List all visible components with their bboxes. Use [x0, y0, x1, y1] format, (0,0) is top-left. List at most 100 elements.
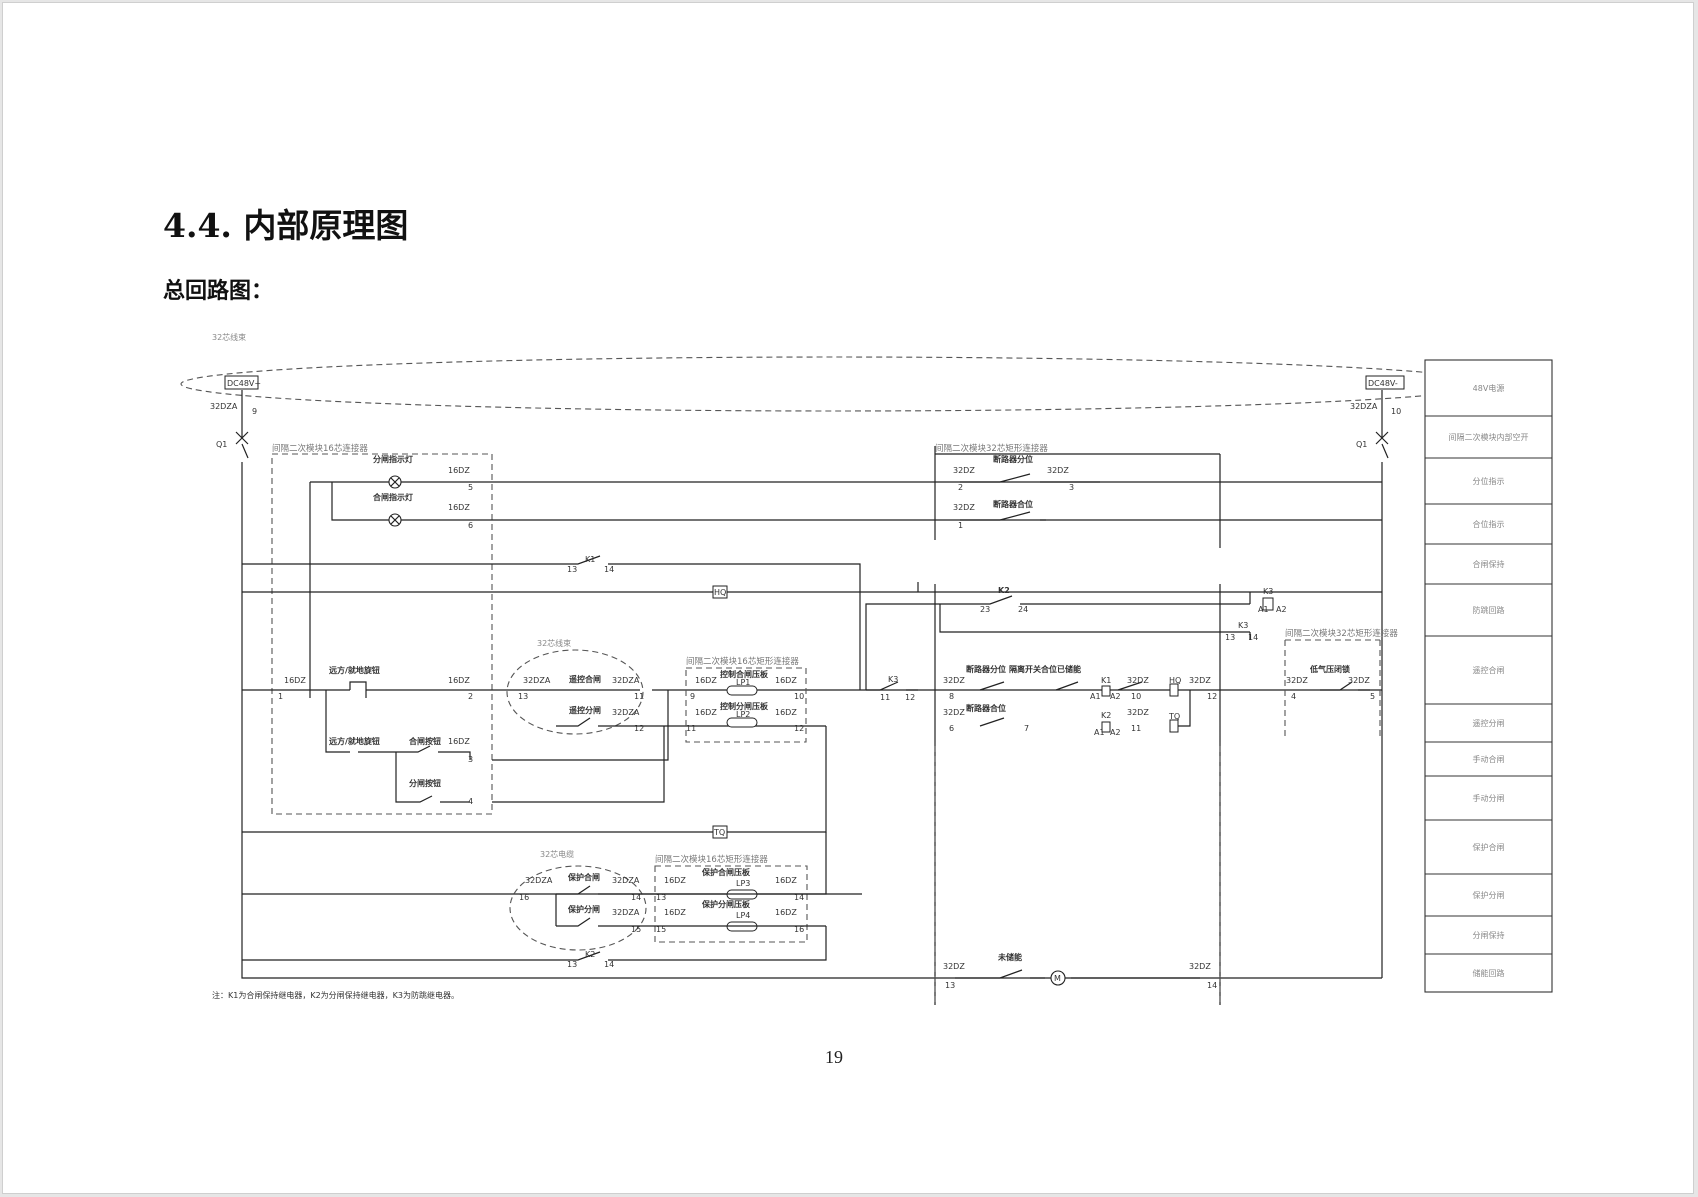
dc-negative-box — [1365, 375, 1405, 390]
k3-a2: A2 — [1276, 605, 1287, 614]
k3-a1: A1 — [1258, 605, 1269, 614]
close-button-label: 合闸按钮 — [408, 736, 441, 746]
pin-c10: 10 — [794, 692, 804, 701]
legend-item: 保护合闸 — [1473, 842, 1505, 852]
block-32rect-right — [1284, 639, 1381, 740]
pin-k3-14: 14 — [1248, 633, 1258, 642]
k1-coil — [1101, 685, 1111, 697]
open-button-label: 分闸按钮 — [409, 778, 441, 788]
stored-label: 已储能 — [1057, 664, 1081, 674]
conn-16dz-g: 16DZ — [775, 676, 797, 685]
block-16core-prot — [654, 865, 808, 943]
low-gas-contact — [1320, 681, 1370, 691]
legend-item: 分位指示 — [1473, 476, 1505, 486]
block-16core-left — [271, 453, 493, 815]
k3-mid-label: K3 — [888, 675, 898, 684]
pin-m12: 12 — [1207, 692, 1217, 701]
pin-k1-14: 14 — [604, 565, 614, 574]
block-16core-ctrl — [685, 667, 807, 743]
dc-negative-label: DC48V- — [1368, 379, 1398, 388]
cb-open-pos-mid: 断路器分位 — [966, 664, 1006, 674]
k3-coil — [1262, 597, 1274, 611]
hq-top-label: HQ — [714, 588, 726, 597]
legend-item: 保护分闸 — [1473, 890, 1505, 900]
cable-32-label: 32芯电缆 — [540, 849, 574, 859]
pin-10: 10 — [1391, 407, 1401, 416]
close-lamp-cross — [390, 515, 400, 525]
pin-m7: 7 — [1024, 724, 1029, 733]
conn-32dz-t1: 32DZ — [953, 466, 975, 475]
legend-frame — [1424, 359, 1553, 993]
left-rail — [235, 390, 1382, 979]
k2-coil-label: K2 — [1101, 711, 1111, 720]
pin-r4: 4 — [1291, 692, 1296, 701]
pin-p16b: 16 — [794, 925, 804, 934]
pin-c9: 9 — [690, 692, 695, 701]
pin-k3-11: 11 — [880, 693, 890, 702]
coil-bridge — [1178, 690, 1191, 727]
conn-32dz-m3: 32DZ — [1127, 676, 1149, 685]
harness-ellipse — [180, 356, 1490, 412]
k2-bottom-label: K2 — [585, 950, 595, 959]
q1-left-label: Q1 — [216, 440, 227, 449]
motor-label: M — [1054, 974, 1061, 983]
conn-32dza-r2: 32DZA — [612, 676, 640, 685]
k1-a2: A2 — [1110, 692, 1121, 701]
cb-close-pos-top: 断路器合位 — [993, 499, 1033, 509]
conn-32dz-m1: 32DZ — [943, 676, 965, 685]
k2-a1: A1 — [1094, 728, 1105, 737]
conn-16dz-i: 16DZ — [775, 708, 797, 717]
k2-k3-wiring — [865, 582, 1251, 690]
conn-16dz-a: 16DZ — [448, 466, 470, 475]
pin-c11: 11 — [686, 724, 696, 733]
lp1-plate-icon — [726, 685, 758, 696]
conn-32dza-p2: 32DZA — [612, 876, 640, 885]
not-stored-label: 未储能 — [997, 952, 1022, 962]
low-gas-label: 低气压闭锁 — [1309, 664, 1350, 674]
pin-6: 6 — [468, 521, 473, 530]
tq-coil-mid — [1169, 719, 1179, 733]
pin-p16: 16 — [519, 893, 529, 902]
conn-32dz-m5: 32DZ — [1189, 676, 1211, 685]
k1-top-label: K1 — [585, 555, 595, 564]
conn-32dza-p3: 32DZA — [612, 908, 640, 917]
manual-button-wiring — [325, 690, 669, 803]
legend-column: 48V电源间隔二次模块内部空开分位指示合位指示合闸保持防跳回路遥控合闸遥控分闸手… — [1424, 359, 1553, 993]
remote-local-switch-top — [349, 681, 367, 698]
pin-c12: 12 — [794, 724, 804, 733]
hq-mid-label: HQ — [1169, 676, 1181, 685]
pin-p14: 14 — [631, 893, 641, 902]
pin-k3-13: 13 — [1225, 633, 1235, 642]
pin-k3-12: 12 — [905, 693, 915, 702]
pin-t3: 3 — [1069, 483, 1074, 492]
k1-a1: A1 — [1090, 692, 1101, 701]
legend-item: 手动合闸 — [1473, 754, 1505, 764]
lp2-plate-icon — [726, 717, 758, 728]
hq-coil-mid — [1169, 683, 1179, 697]
section-title: 4.4. 内部原理图 — [163, 206, 409, 245]
remote-local-label-2: 远方/就地旋钮 — [329, 736, 380, 746]
conn-16dz-b: 16DZ — [448, 503, 470, 512]
harness-small-label: 32芯线束 — [537, 638, 571, 648]
pin-13: 13 — [518, 692, 528, 701]
page-number: 19 — [825, 1047, 843, 1067]
conn-16dz-h: 16DZ — [695, 708, 717, 717]
legend-item: 手动分闸 — [1473, 793, 1505, 803]
tq-mid-label: TQ — [1168, 712, 1180, 721]
pin-t1: 1 — [958, 521, 963, 530]
conn-32dz-m2: 32DZ — [943, 708, 965, 717]
conn-16dz-p1: 16DZ — [664, 876, 686, 885]
note-text: 注：K1为合闸保持继电器，K2为分闸保持继电器，K3为防跳继电器。 — [212, 990, 459, 1000]
pin-p13: 13 — [656, 893, 666, 902]
dc-positive-label: DC48V+ — [227, 379, 261, 388]
cable-32-ellipse — [509, 865, 647, 951]
iso-closed-label: 隔离开关合位 — [1009, 664, 1057, 674]
pin-p14b: 14 — [794, 893, 804, 902]
prot-contacts — [555, 885, 650, 927]
cb-position-contacts — [960, 473, 1100, 521]
pin-s14: 14 — [1207, 981, 1217, 990]
k2-a2: A2 — [1110, 728, 1121, 737]
motor-icon — [1050, 970, 1066, 986]
